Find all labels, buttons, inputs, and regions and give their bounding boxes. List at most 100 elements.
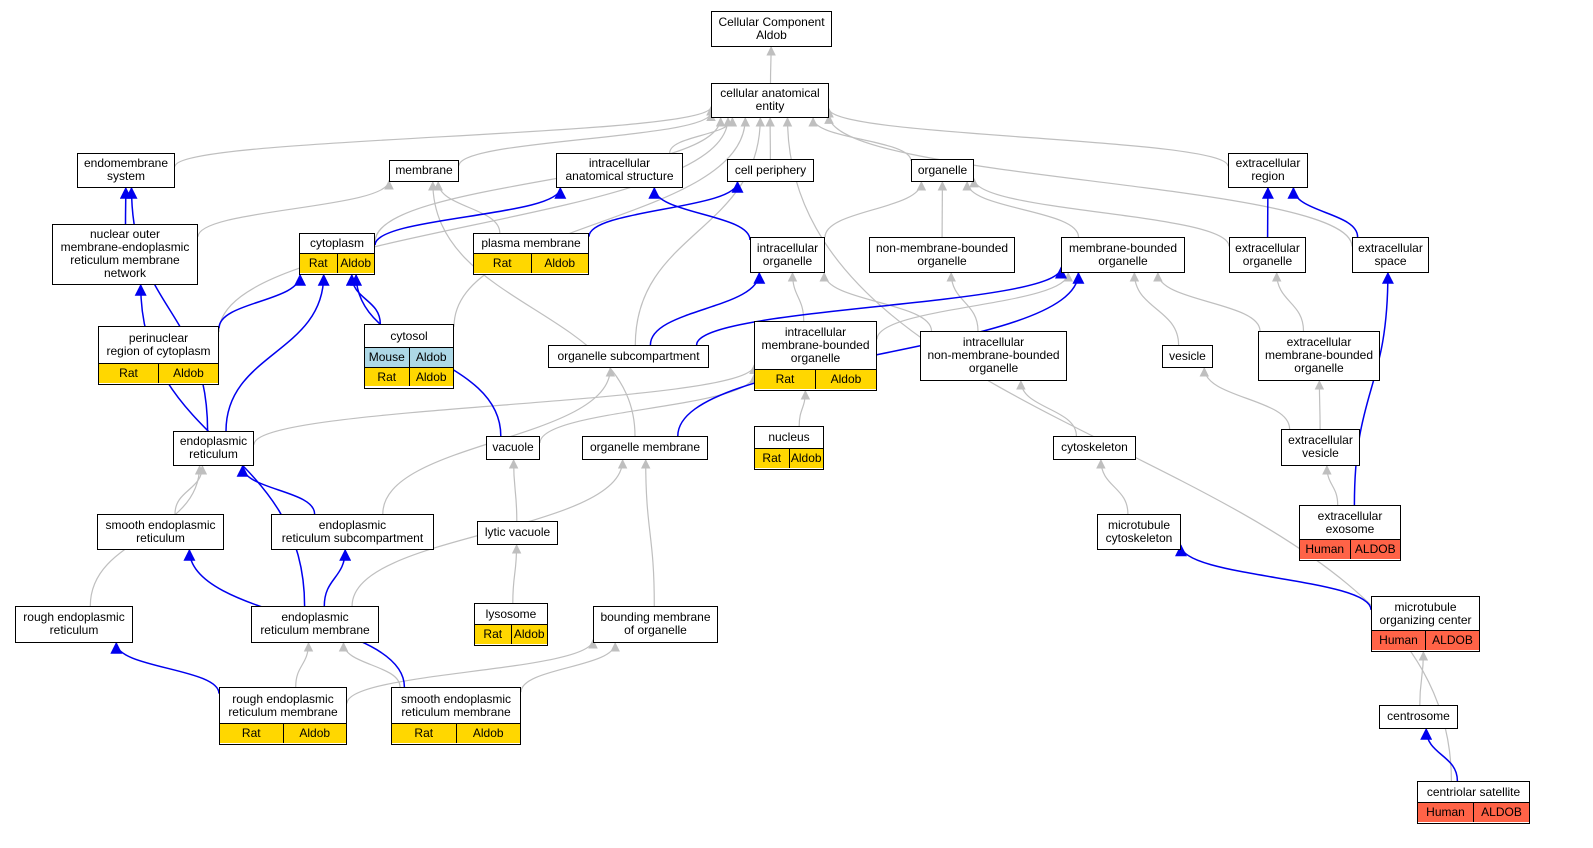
edge-inmbo-to-intra-org [819,272,933,332]
node-inmbo[interactable]: intracellular non-membrane-bounded organ… [920,331,1067,381]
node-label: smooth endoplasmic reticulum [105,517,216,545]
node-vesicle[interactable]: vesicle [1162,345,1213,368]
edge-bmo-to-org-membrane [640,459,655,607]
node-ext-region[interactable]: extracellular region [1228,153,1308,188]
node-embo[interactable]: extracellular membrane-bounded organelle [1258,331,1380,381]
edge-perinuclear-to-cytoplasm [218,273,307,329]
node-ser[interactable]: smooth endoplasmic reticulum [97,514,224,550]
node-nmbo[interactable]: non-membrane-bounded organelle [869,237,1015,273]
edge-org-membrane-to-membrane [428,181,636,437]
node-endo-sys[interactable]: endomembrane system [77,153,175,188]
edge-ser-membrane-to-bmo [520,642,620,693]
node-label: bounding membrane of organelle [600,610,711,638]
gene-cell: Aldob [510,625,547,644]
node-nomern[interactable]: nuclear outer membrane-endoplasmic retic… [52,224,198,285]
edge-cytoplasm-to-cae [374,117,726,243]
node-mbo[interactable]: membrane-bounded organelle [1061,237,1185,273]
node-label: extracellular vesicle [1288,433,1353,461]
node-bmo[interactable]: bounding membrane of organelle [593,606,718,643]
node-label: centriolar satellite [1426,784,1521,799]
node-label: microtubule cytoskeleton [1105,517,1173,545]
node-lytic-vacuole[interactable]: lytic vacuole [477,521,558,545]
edge-vacuole-to-imbo [539,373,759,444]
species-cell: Human [1418,803,1473,822]
node-label: intracellular anatomical structure [565,156,674,184]
species-cell: Rat [474,254,531,273]
node-er-membrane[interactable]: endoplasmic reticulum membrane [251,606,379,643]
edge-ext-org-to-organelle [969,177,1230,247]
node-ext-vesicle[interactable]: extracellular vesicle [1281,429,1360,466]
edge-org-membrane-to-mbo [677,271,1085,437]
node-vacuole[interactable]: vacuole [486,436,540,460]
node-org-membrane[interactable]: organelle membrane [582,436,708,460]
node-cc[interactable]: Cellular Component Aldob [711,11,832,47]
node-ias[interactable]: intracellular anatomical structure [556,153,683,188]
node-cytoskeleton[interactable]: cytoskeleton [1053,436,1136,460]
edge-embo-to-ext-org [1271,272,1305,332]
edge-ext-vesicle-to-vesicle [1199,367,1291,430]
node-label: extracellular region [1235,156,1301,184]
node-label: lysosome [485,606,537,621]
node-label: lytic vacuole [484,525,551,540]
node-label: cytoplasm [309,236,365,251]
node-label: organelle subcompartment [557,348,700,363]
node-label: nucleus [768,430,810,445]
node-cae[interactable]: cellular anatomical entity [711,83,829,118]
edge-endo-sys-to-cae [174,105,716,167]
edge-vesicle-to-mbo [1129,272,1180,346]
node-label: extracellular space [1358,240,1423,268]
edge-mtoc-to-mt-cytoskeleton [1175,544,1372,611]
node-ext-space[interactable]: extracellular space [1352,237,1429,273]
node-label: cellular anatomical entity [720,86,820,114]
edge-imbo-to-mbo [876,272,1073,340]
node-label: centrosome [1387,709,1450,724]
node-label: organelle membrane [589,440,701,455]
node-mt-cytoskeleton[interactable]: microtubule cytoskeleton [1097,514,1181,550]
node-centrosome[interactable]: centrosome [1379,705,1458,729]
node-membrane[interactable]: membrane [389,160,459,182]
node-label: endoplasmic reticulum subcompartment [281,517,424,545]
edge-er-to-cytoplasm [225,273,330,432]
edge-org-subcomp-to-cae [634,117,766,346]
gene-cell: Aldob [408,348,453,367]
node-label: endoplasmic reticulum membrane [260,610,370,638]
node-organelle[interactable]: organelle [911,159,974,182]
node-er[interactable]: endoplasmic reticulum [173,431,254,466]
node-er-subcomp[interactable]: endoplasmic reticulum subcompartment [271,514,434,550]
node-label: cytosol [390,328,428,343]
node-rer[interactable]: rough endoplasmic reticulum [15,606,133,643]
species-cell: Mouse [365,348,409,367]
species-cell: Rat [220,724,283,743]
node-label: extracellular organelle [1235,240,1300,268]
edge-nomern-to-membrane [197,179,394,237]
node-label: smooth endoplasmic reticulum membrane [400,691,512,719]
gene-cell: Aldob [158,364,218,383]
gene-cell: Aldob [282,724,346,743]
node-intra-org[interactable]: intracellular organelle [750,237,825,273]
species-cell: Rat [755,449,789,468]
node-label: organelle [917,162,968,177]
edge-ext-exosome-to-ext-vesicle [1322,465,1339,506]
node-org-subcomp[interactable]: organelle subcompartment [548,345,709,368]
edge-cytosol-to-cae [453,117,751,327]
species-cell: Human [1372,631,1425,650]
node-cell-periphery[interactable]: cell periphery [727,159,814,182]
node-ext-org[interactable]: extracellular organelle [1229,237,1306,273]
node-label: nuclear outer membrane-endoplasmic retic… [60,227,190,281]
node-imbo[interactable]: intracellular membrane-bounded organelle… [754,321,877,391]
